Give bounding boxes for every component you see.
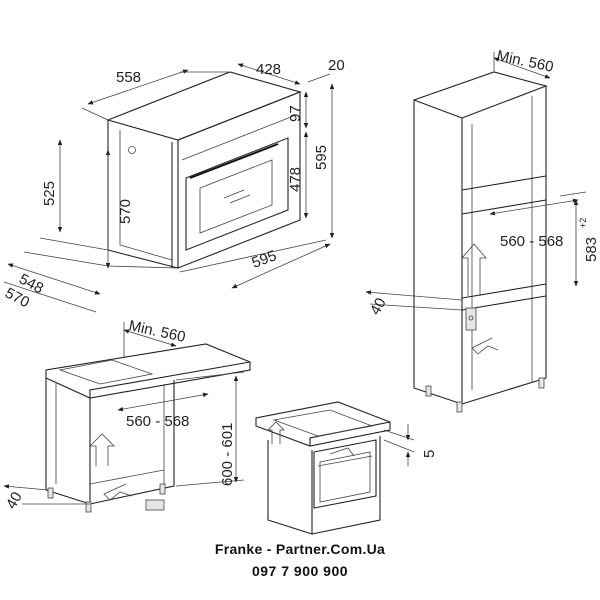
hob-clearance: 5 xyxy=(421,450,438,458)
dim-depth: 428 xyxy=(256,61,281,78)
undercounter-install-drawing: Min. 560 560 - 568 600 - 601 40 xyxy=(3,317,251,513)
column-install-drawing: Min. 560 560 - 568 583 +2 40 xyxy=(365,47,600,413)
footer-phone: 097 7 900 900 xyxy=(251,563,349,579)
dim-width-top: 558 xyxy=(116,69,141,86)
undercounter-vent-gap: 40 xyxy=(3,489,26,512)
dim-height-outer: 595 xyxy=(313,145,330,170)
undercounter-niche-height: 600 - 601 xyxy=(219,423,236,486)
undercounter-niche-width: 560 - 568 xyxy=(126,413,189,430)
column-niche-height: 583 xyxy=(583,237,600,262)
dim-cavity-height: 570 xyxy=(117,199,134,224)
oven-dimension-drawing: 558 428 20 97 478 595 525 570 595 548 57… xyxy=(2,57,345,313)
column-niche-width: 560 - 568 xyxy=(500,233,563,250)
hob-install-drawing: 5 xyxy=(255,401,438,535)
column-vent-gap: 40 xyxy=(367,295,390,318)
dim-front-offset: 20 xyxy=(328,57,345,74)
undercounter-min-width: Min. 560 xyxy=(127,317,187,346)
dim-top-gap: 97 xyxy=(287,105,304,122)
dim-height-inner: 478 xyxy=(287,167,304,192)
footer-brand: Franke - Partner.Com.Ua xyxy=(214,541,386,557)
dim-height-side: 525 xyxy=(41,181,58,206)
column-min-width: Min. 560 xyxy=(495,47,555,76)
column-niche-tolerance: +2 xyxy=(578,218,588,228)
